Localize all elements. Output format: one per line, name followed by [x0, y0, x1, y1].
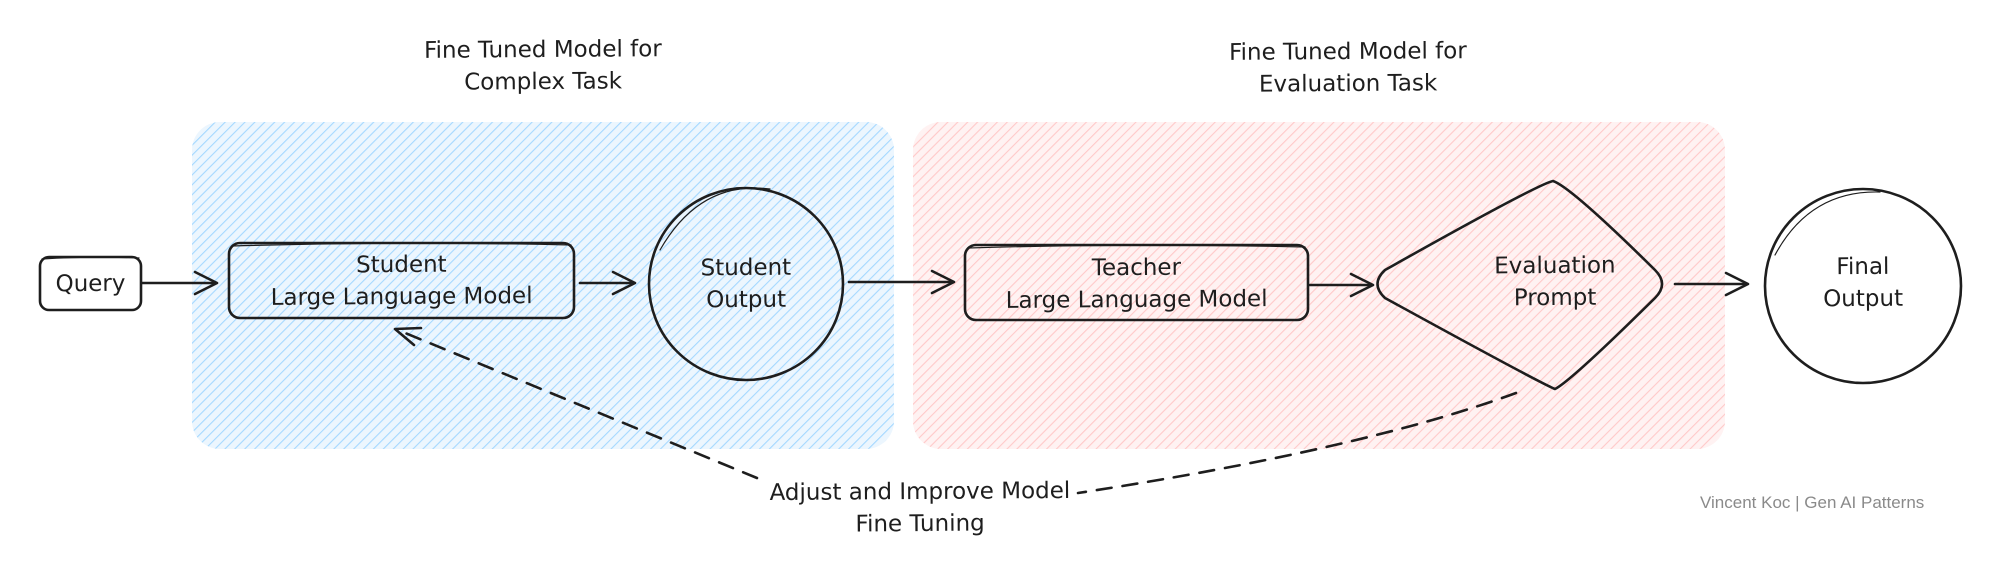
- complex-task-region: [192, 122, 894, 449]
- final-output-label: Final Output: [1823, 253, 1904, 313]
- evaluation-prompt-label: Evaluation Prompt: [1494, 252, 1616, 312]
- credit-text: Vincent Koc | Gen AI Patterns: [1700, 493, 1925, 512]
- feedback-arrowhead: [393, 326, 423, 347]
- evaluation-task-title: Fine Tuned Model for Evaluation Task: [1228, 38, 1467, 98]
- final-output-circle: [1763, 187, 1963, 385]
- evaluation-prompt-diamond: [1376, 179, 1664, 391]
- complex-task-title: Fine Tuned Model for Complex Task: [423, 36, 662, 96]
- feedback-dashed-line-right: [1076, 391, 1518, 495]
- query-label: Query: [55, 270, 126, 298]
- arrow-teacher-to-evaluation: [1308, 272, 1375, 298]
- feedback-label: Adjust and Improve Model Fine Tuning: [769, 477, 1071, 538]
- feedback-dashed-line-left: [396, 328, 759, 480]
- teacher-llm-label: Teacher Large Language Model: [1005, 254, 1268, 314]
- student-llm-label: Student Large Language Model: [270, 251, 533, 311]
- arrow-evaluation-to-final: [1673, 271, 1750, 297]
- arrow-query-to-student: [140, 270, 219, 296]
- student-output-label: Student Output: [700, 254, 792, 314]
- arrow-student-to-output: [578, 270, 637, 296]
- arrow-output-to-teacher: [847, 269, 956, 295]
